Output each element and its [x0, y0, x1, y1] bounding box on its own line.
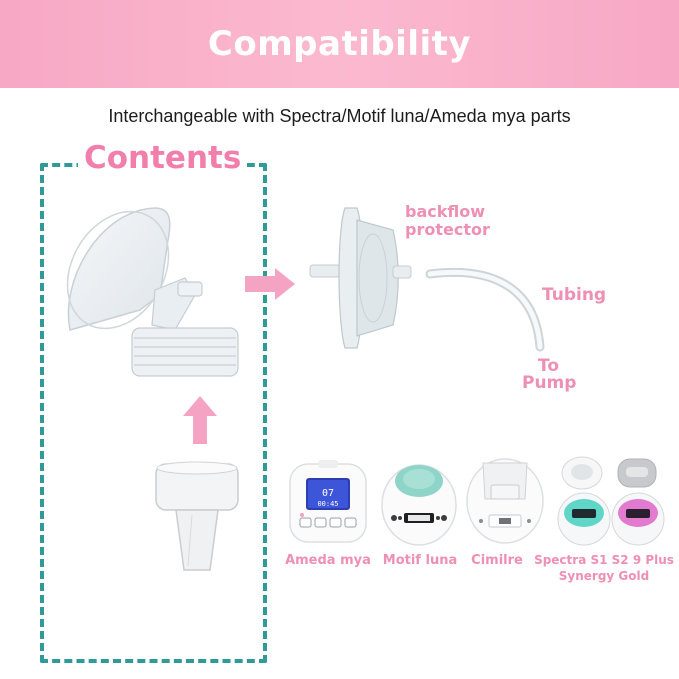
motif-luna-pump-image [381, 464, 457, 546]
breast-flange-image [66, 207, 239, 377]
duckbill-valve-image [155, 461, 239, 571]
compatibility-subtitle: Interchangeable with Spectra/Motif luna/… [108, 106, 571, 126]
ameda-mya-pump-image: 07 00:45 [289, 460, 367, 543]
to-pump-label-line2: Pump [522, 373, 577, 393]
pump-name-spectra: Spectra S1 S2 9 Plus [534, 553, 674, 567]
pump-name-ameda-mya: Ameda mya [285, 553, 371, 568]
tubing-label: Tubing [542, 285, 607, 305]
pump-name-synergy-gold: Synergy Gold [558, 569, 650, 583]
backflow-protector-image [309, 207, 412, 349]
banner-title: Compatibility [207, 24, 472, 64]
pump-name-motif-luna: Motif luna [382, 553, 458, 568]
protector-label: protector [405, 220, 490, 239]
ameda-screen-top: 07 [322, 488, 334, 499]
pump-name-cimilre: Cimilre [471, 553, 523, 568]
spectra-pumps-image [557, 456, 665, 546]
cimilre-pump-image [466, 458, 544, 544]
ameda-screen-bottom: 00:45 [317, 500, 338, 508]
to-pump-label-line1: To [538, 356, 560, 376]
compatibility-banner: Compatibility [0, 0, 679, 88]
contents-title: Contents [78, 140, 248, 176]
tubing-image [425, 267, 545, 352]
pink-arrow-up-icon [183, 396, 217, 444]
backflow-label: backflow [405, 202, 486, 221]
pink-arrow-right-icon [245, 268, 295, 300]
